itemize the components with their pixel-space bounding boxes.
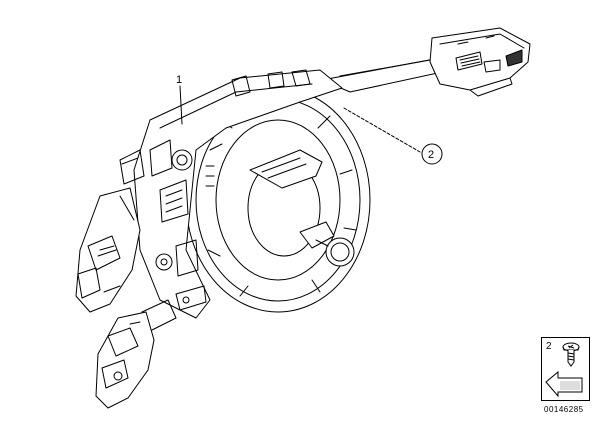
callout-label-1: 1 [176,74,182,86]
inset-part-box: 2 [541,337,590,401]
inset-part-number: 2 [546,341,552,352]
screw-icon [562,342,580,367]
callout-leaders [179,85,421,153]
turn-signal-stalk [321,27,531,97]
callout-label-2: 2 [428,149,434,161]
multifunction-stalk [95,299,177,409]
switch-housing [119,69,343,319]
clock-spring-ring [185,87,371,313]
cruise-control-stalk [75,187,141,313]
diagram-id: 00146285 [544,405,584,414]
callout-circle-2 [421,143,443,165]
direction-arrow-icon [545,370,583,398]
